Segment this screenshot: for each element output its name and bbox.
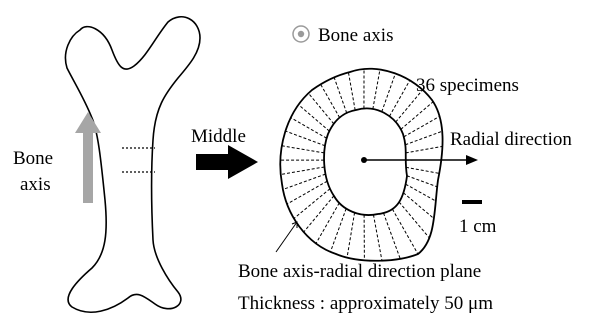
specimen-divider — [334, 77, 347, 113]
specimen-divider — [389, 80, 409, 116]
specimen-divider — [347, 213, 355, 258]
specimen-divider — [348, 72, 355, 110]
bone-axis-label-line2: axis — [20, 174, 51, 195]
bone-axis-label-line1: Bone — [13, 148, 53, 169]
specimen-divider — [294, 189, 330, 219]
bone-axis-up-arrow — [75, 112, 101, 203]
scale-bar — [462, 200, 482, 204]
specimen-divider — [282, 146, 324, 153]
specimen-divider — [407, 176, 437, 187]
radial-arrowhead — [466, 155, 478, 165]
specimen-divider — [283, 174, 326, 189]
plane-pointer — [276, 222, 297, 252]
specimen-divider — [406, 146, 443, 152]
middle-label: Middle — [191, 126, 246, 147]
bone-axis-legend-label: Bone axis — [318, 25, 393, 46]
specimen-divider — [330, 209, 346, 252]
specimen-divider — [304, 196, 334, 232]
specimen-divider — [321, 84, 340, 117]
specimen-divider — [403, 193, 434, 219]
scale-label: 1 cm — [459, 216, 497, 237]
specimen-divider — [399, 202, 429, 238]
specimen-divider — [308, 93, 333, 124]
specimen-divider — [406, 167, 439, 173]
specimen-divider — [382, 73, 396, 111]
specimen-divider — [396, 90, 423, 122]
specimens-label: 36 specimens — [416, 75, 519, 96]
specimen-divider — [281, 167, 325, 175]
specimen-divider — [401, 102, 433, 130]
specimen-divider — [406, 184, 436, 201]
radial-direction-label: Radial direction — [450, 129, 572, 150]
thickness-label: Thickness : approximately 50 μm — [238, 293, 493, 314]
specimen-divider — [384, 213, 401, 259]
middle-arrow — [196, 145, 258, 179]
specimen-divider — [373, 215, 381, 261]
bone-axis-legend-icon — [293, 26, 309, 42]
specimen-divider — [285, 131, 325, 146]
cross-section-outer — [280, 69, 442, 261]
specimen-divider — [299, 105, 330, 131]
specimen-divider — [373, 70, 380, 109]
plane-label: Bone axis-radial direction plane — [238, 261, 481, 282]
specimen-divider — [287, 181, 327, 204]
